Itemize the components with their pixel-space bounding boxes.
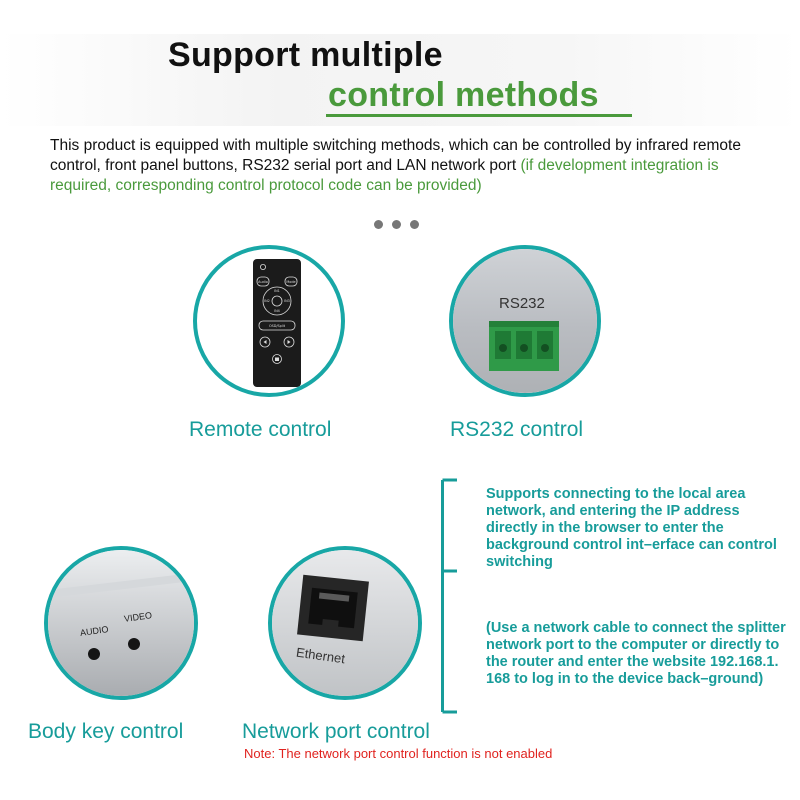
network-callout-1: Supports connecting to the local area ne…	[486, 486, 777, 570]
body-key-control-label: Body key control	[28, 720, 184, 743]
remote-control-icon: Audio Mode IN1 IN2 IN3 IN4 OSD/Split	[253, 259, 301, 387]
intro-text: This product is equipped with multiple s…	[50, 137, 741, 174]
audio-video-buttons-icon	[48, 572, 194, 660]
body-key-image: AUDIO VIDEO	[44, 546, 198, 700]
remote-audio-text: Audio	[258, 280, 268, 284]
remote-in3-text: IN3	[284, 299, 290, 303]
page-title-line2: control methods	[328, 76, 599, 114]
network-note: Note: The network port control function …	[244, 746, 553, 761]
remote-in1-text: IN1	[274, 289, 280, 293]
callout-bracket	[441, 478, 457, 714]
title-underline	[326, 114, 632, 117]
remote-split-text: OSD/Split	[269, 324, 286, 328]
intro-text-green: (if development integration is required,…	[50, 157, 719, 194]
pagination-dots-icon	[374, 220, 419, 229]
dot	[374, 220, 383, 229]
dot	[392, 220, 401, 229]
intro-paragraph: This product is equipped with multiple s…	[50, 136, 760, 196]
network-callout-2: (Use a network cable to connect the spli…	[486, 620, 786, 687]
rs232-panel-text: RS232	[499, 295, 545, 312]
dot	[410, 220, 419, 229]
remote-in4-text: IN4	[274, 309, 280, 313]
ethernet-port-icon	[297, 574, 369, 642]
remote-control-image: Audio Mode IN1 IN2 IN3 IN4 OSD/Split	[193, 245, 345, 397]
remote-buttons: Audio Mode IN1 IN2 IN3 IN4 OSD/Split	[256, 264, 298, 364]
remote-in2-text: IN2	[264, 299, 270, 303]
network-port-control-label: Network port control	[242, 720, 430, 743]
remote-control-label: Remote control	[189, 418, 332, 441]
terminal-block-icon	[489, 321, 559, 371]
remote-mode-text: Mode	[286, 280, 295, 284]
rs232-control-label: RS232 control	[450, 418, 584, 441]
device-front-panel	[48, 550, 194, 696]
rs232-image: RS232	[449, 245, 601, 397]
page-title-line1: Support multiple	[168, 36, 443, 74]
title-band	[0, 34, 800, 126]
network-port-image: Ethernet	[268, 546, 422, 700]
